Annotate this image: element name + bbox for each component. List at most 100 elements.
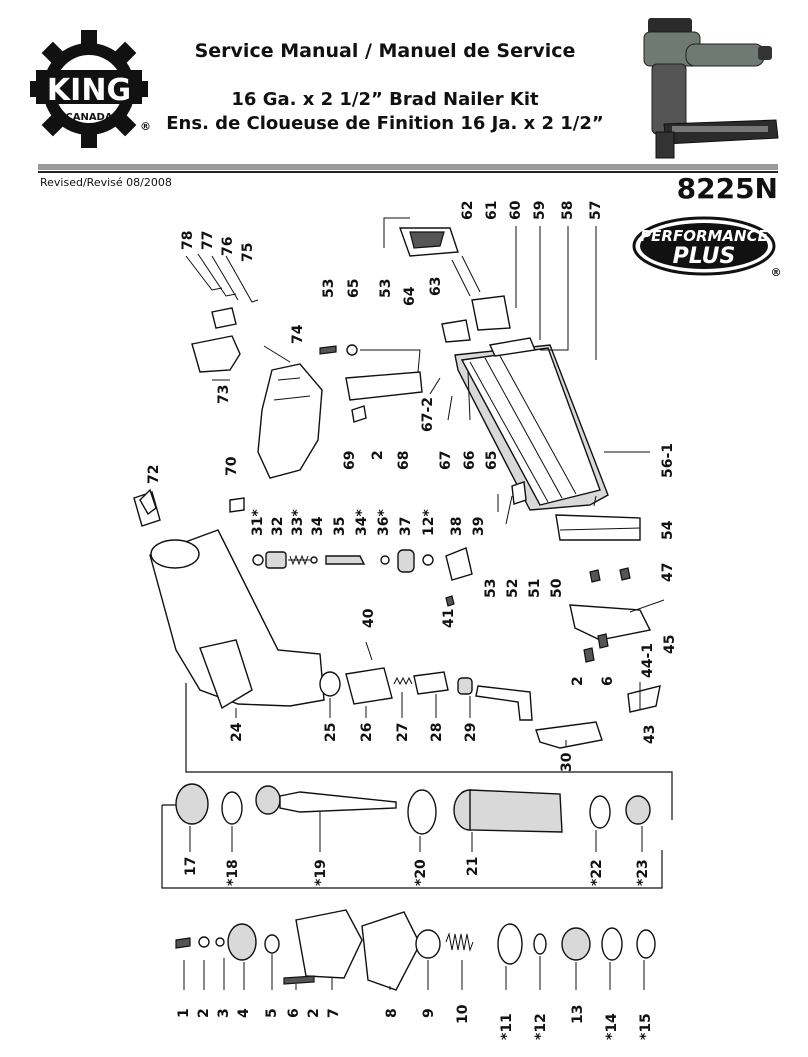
label-part-6: 6: [286, 1008, 302, 1018]
label-part-64: 64: [402, 286, 418, 306]
magazine-assembly: [345, 227, 652, 641]
label-part-14: *14: [604, 1013, 620, 1040]
label-part-20: *20: [413, 859, 429, 886]
label-part-67-2: 67-2: [420, 397, 436, 432]
label-part-33: 33*: [290, 509, 306, 536]
badge-line-2: PLUS: [673, 244, 736, 269]
gear-icon: [30, 30, 148, 148]
label-part-69: 69: [342, 451, 358, 470]
label-part-58: 58: [560, 201, 576, 220]
badge-line-1: PERFORMANCE: [640, 227, 768, 245]
section-frame-upper: [185, 683, 673, 820]
label-part-2: 2: [196, 1008, 212, 1018]
label-part-60: 60: [508, 200, 524, 220]
label-part-17: 17: [183, 857, 199, 876]
label-part-65: 65: [346, 279, 362, 298]
label-part-73: 73: [216, 385, 232, 404]
label-part-75: 75: [240, 243, 256, 262]
label-part-40: 40: [361, 608, 377, 628]
label-part-50: 50: [549, 578, 565, 598]
leader-lines: [183, 217, 665, 990]
label-part-63: 63: [428, 277, 444, 296]
label-part-77: 77: [200, 231, 216, 250]
label-part-19: *19: [313, 859, 329, 886]
subtitle-english: 16 Ga. x 2 1/2” Brad Nailer Kit: [231, 89, 539, 110]
label-part-35: 35: [332, 517, 348, 536]
label-part-3: 3: [216, 1008, 232, 1018]
label-part-10: 10: [455, 1004, 471, 1024]
brad-nailer-illustration: [643, 18, 779, 159]
label-part-66: 66: [462, 451, 478, 470]
small-parts: [319, 344, 661, 713]
label-part-18: *18: [225, 859, 241, 886]
performance-plus-badge: PERFORMANCE PLUS ®: [632, 216, 782, 279]
label-part-23: *23: [635, 859, 651, 886]
label-part-32: 32: [270, 517, 286, 536]
label-part-5: 5: [264, 1008, 280, 1018]
label-part-28: 28: [429, 723, 445, 742]
label-part-61: 61: [484, 201, 500, 220]
king-canada-logo: KING CANADA: [30, 30, 148, 148]
label-part-26: 26: [359, 723, 375, 742]
label-part-38: 38: [449, 517, 465, 536]
label-part-2-d: 2: [370, 450, 386, 460]
label-part-24: 24: [229, 722, 245, 742]
handle-body: [133, 491, 325, 710]
label-part-25: 25: [323, 723, 339, 742]
header-rule: [38, 164, 778, 170]
label-part-59: 59: [532, 201, 548, 220]
label-part-74: 74: [290, 324, 306, 344]
label-part-27: 27: [395, 723, 411, 742]
label-part-78: 78: [180, 231, 196, 250]
section-frame-lower: [161, 805, 663, 889]
label-part-53: 53: [321, 279, 337, 298]
revision-date: Revised/Revisé 08/2008: [40, 176, 172, 189]
label-part-15: *15: [638, 1013, 654, 1040]
label-part-65-b: 65: [484, 451, 500, 470]
label-part-56-1: 56-1: [660, 443, 676, 478]
label-part-8: 8: [384, 1008, 400, 1018]
valve-stack: [252, 547, 473, 581]
label-part-31: 31*: [250, 509, 266, 536]
cap-row: [175, 909, 656, 991]
label-part-51: 51: [527, 579, 543, 598]
header-rule-line: [38, 171, 778, 173]
label-part-62: 62: [460, 201, 476, 220]
model-number: 8225N: [676, 172, 778, 205]
brand-sub: CANADA: [65, 112, 112, 123]
pin-set: [185, 253, 259, 329]
label-part-1: 1: [176, 1008, 192, 1018]
page-subtitle: 16 Ga. x 2 1/2” Brad Nailer Kit Ens. de …: [150, 88, 620, 136]
subtitle-french: Ens. de Cloueuse de Finition 16 Ja. x 2 …: [166, 113, 604, 134]
label-part-45: 45: [662, 635, 678, 654]
label-part-34-b: 34*: [354, 509, 370, 536]
badge-registered-mark: ®: [771, 266, 782, 279]
label-part-37: 37: [398, 517, 414, 536]
label-part-67: 67: [438, 451, 454, 470]
label-part-7: 7: [326, 1008, 342, 1018]
air-fitting: [139, 488, 157, 516]
label-part-21: 21: [465, 857, 481, 876]
label-part-12: *12: [533, 1013, 549, 1040]
trigger-assembly: [319, 667, 603, 749]
label-part-53-c: 53: [378, 279, 394, 298]
label-part-39: 39: [471, 517, 487, 536]
label-part-6-b: 6: [600, 676, 616, 686]
label-part-2-c: 2: [570, 676, 586, 686]
label-part-29: 29: [463, 723, 479, 742]
label-part-72: 72: [146, 465, 162, 484]
label-part-12-b: 12*: [421, 509, 437, 536]
brand-name: KING: [47, 73, 131, 108]
label-part-11: *11: [499, 1013, 515, 1040]
page-title: Service Manual / Manuel de Service: [194, 40, 576, 62]
label-part-53-b: 53: [483, 579, 499, 598]
label-part-68: 68: [396, 451, 412, 470]
label-part-43: 43: [642, 725, 658, 744]
cylinder-row: [175, 783, 651, 835]
label-part-34: 34: [310, 516, 326, 536]
label-part-30: 30: [559, 752, 575, 772]
label-part-57: 57: [588, 201, 604, 220]
registered-mark: ®: [140, 120, 151, 133]
